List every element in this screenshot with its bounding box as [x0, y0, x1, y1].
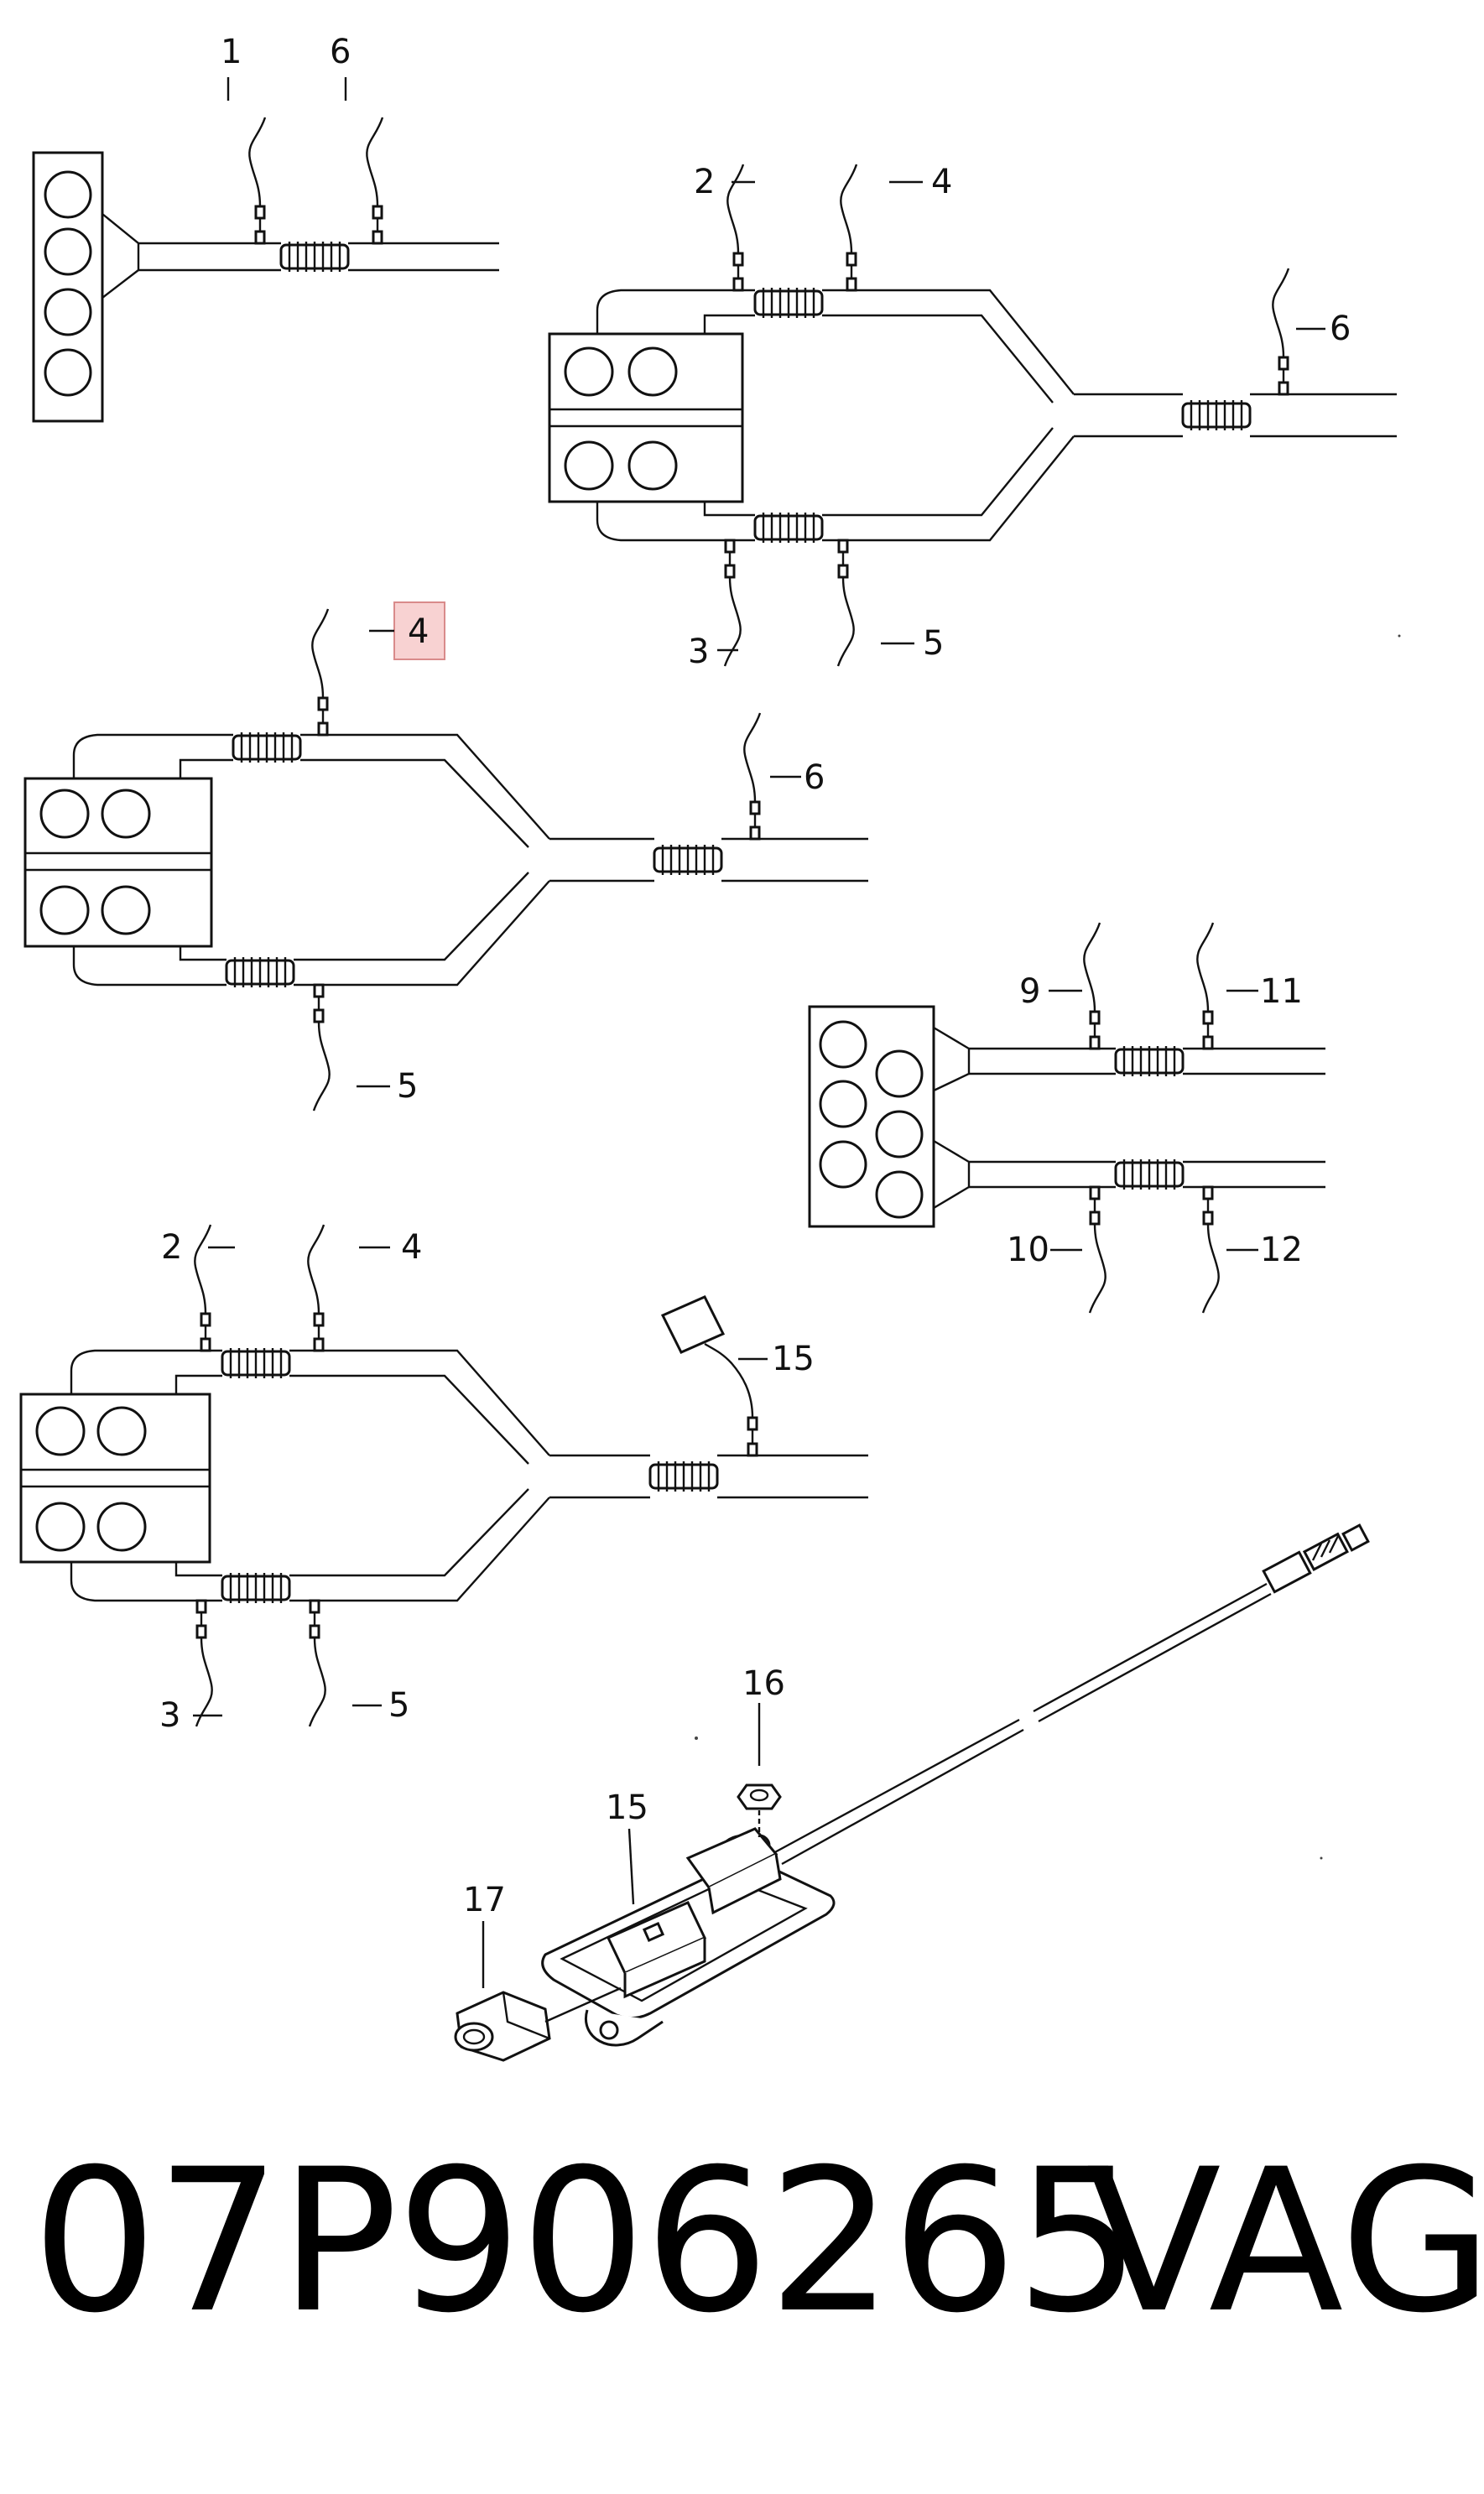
label-12: 12 — [1260, 1231, 1303, 1269]
label-17: 17 — [463, 1881, 506, 1919]
diagram-v-engine-top: 2 4 6 3 5 — [548, 163, 1397, 671]
label-1: 1 — [221, 33, 242, 71]
label-3: 3 — [688, 633, 709, 671]
label-2: 2 — [161, 1228, 182, 1267]
label-6: 6 — [330, 33, 351, 71]
diagram-nox-sensor-assembly: 16 15 17 — [454, 1523, 1370, 2062]
diagram-inline-4cyl: 1 6 — [32, 33, 499, 423]
label-5: 5 — [388, 1686, 409, 1725]
label-9: 9 — [1019, 972, 1040, 1011]
label-4: 4 — [401, 1228, 422, 1267]
label-5: 5 — [397, 1067, 418, 1106]
label-5: 5 — [923, 624, 944, 663]
label-15: 15 — [606, 1788, 648, 1827]
label-15: 15 — [772, 1340, 815, 1378]
label-4: 4 — [931, 163, 952, 201]
label-10: 10 — [1007, 1231, 1049, 1269]
label-6: 6 — [1330, 310, 1351, 348]
diagram-v-engine-nox: 2 4 15 3 5 — [19, 1223, 868, 1735]
label-11: 11 — [1260, 972, 1303, 1011]
brand-text: VAG — [1086, 2127, 1484, 2356]
label-6: 6 — [804, 758, 825, 797]
diagram-v-engine-middle: 4 6 5 — [23, 601, 868, 1112]
label-4-highlighted: 4 — [408, 612, 429, 651]
diagram-6cyl-dual: 9 11 10 12 — [808, 921, 1325, 1315]
part-number-text: 07P906265 — [32, 2127, 1141, 2356]
label-2: 2 — [694, 163, 715, 201]
label-3: 3 — [159, 1696, 180, 1735]
label-16: 16 — [742, 1664, 785, 1703]
